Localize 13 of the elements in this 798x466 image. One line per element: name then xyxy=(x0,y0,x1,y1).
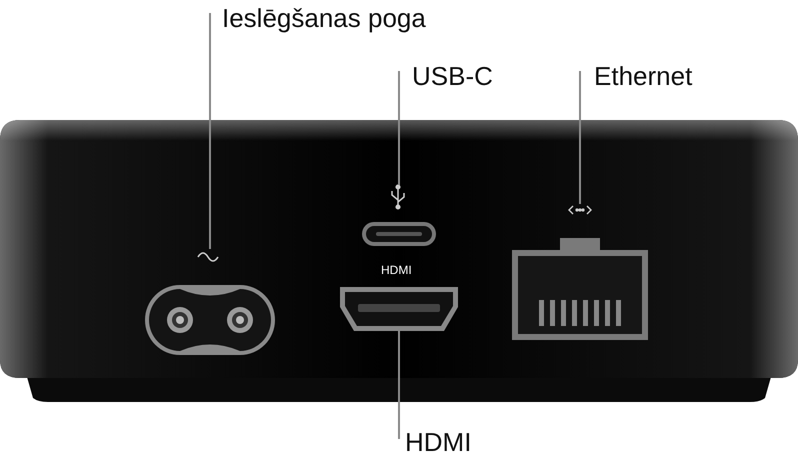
port-marking: HDMI xyxy=(381,263,412,277)
port-label: Ieslēgšanas poga xyxy=(222,3,426,33)
port-label: USB-C xyxy=(412,61,493,91)
ethernet-port xyxy=(512,238,648,340)
power-port xyxy=(145,285,275,355)
leader-line xyxy=(398,331,400,439)
leader-line xyxy=(579,71,581,204)
leader-line xyxy=(209,13,211,249)
port-label: Ethernet xyxy=(594,61,692,91)
port-label: HDMI xyxy=(405,427,472,457)
usb-c-port xyxy=(362,222,436,246)
hdmi-port xyxy=(340,287,458,331)
leader-line xyxy=(398,71,400,185)
